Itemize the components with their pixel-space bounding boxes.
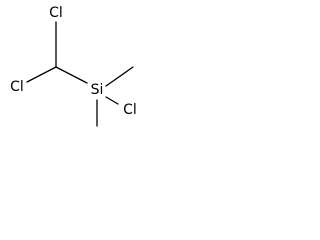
atom-label-cl-top: Cl <box>49 5 63 21</box>
chemical-structure: Cl Cl Si Cl <box>10 5 137 127</box>
atom-label-cl-left: Cl <box>10 79 24 95</box>
bond-si-methyl-upper <box>105 66 134 87</box>
bond-c-si <box>55 66 88 84</box>
bond-si-cl <box>105 96 119 105</box>
atom-label-si: Si <box>91 82 104 98</box>
bond-c-cl-left <box>26 66 57 83</box>
atom-label-cl-on-si: Cl <box>123 102 137 118</box>
